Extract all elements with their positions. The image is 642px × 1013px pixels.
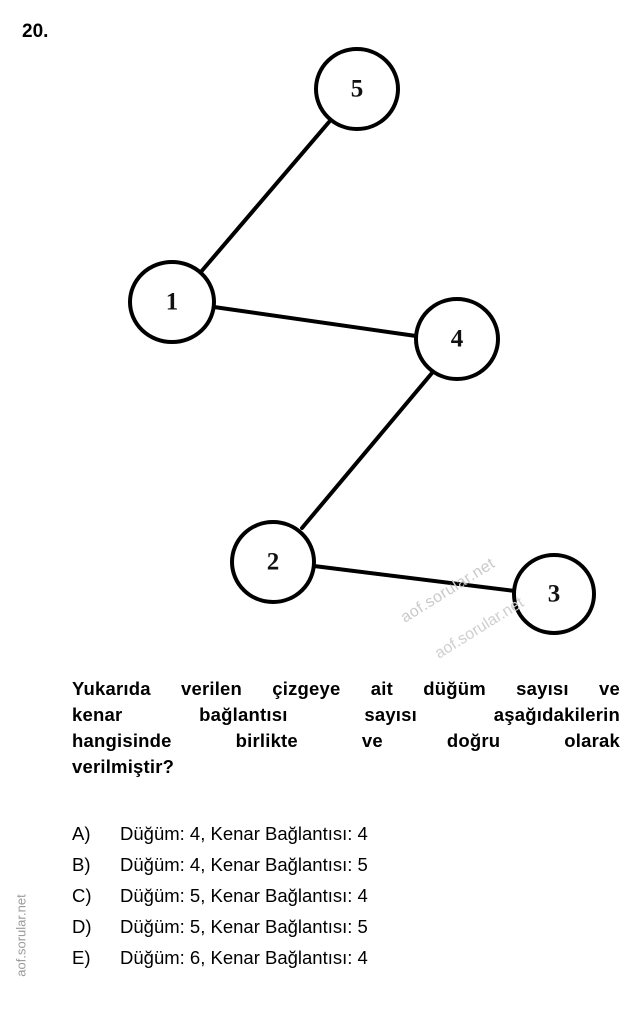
graph-edges	[198, 120, 517, 593]
graph-node-circle-5	[314, 47, 400, 131]
graph-svg: 5 1 4 2 3	[128, 47, 596, 635]
graph-node-2: 2	[230, 520, 316, 604]
option-text: Düğüm: 5, Kenar Bağlantısı: 5	[120, 916, 368, 937]
option-d[interactable]: D) Düğüm: 5, Kenar Bağlantısı: 5	[72, 911, 592, 942]
stem-line: kenar bağlantısı sayısı aşağıdakilerin	[72, 704, 620, 725]
graph-node-5: 5	[314, 47, 400, 131]
graph-node-label-2: 2	[267, 549, 280, 576]
graph-nodes: 5 1 4 2 3	[128, 47, 596, 635]
graph-node-3: 3	[512, 553, 596, 635]
question-stem: Yukarıda verilen çizgeye ait düğüm sayıs…	[72, 676, 620, 780]
graph-figure: 5 1 4 2 3	[0, 30, 642, 670]
option-letter: D)	[72, 916, 92, 937]
options-list: A) Düğüm: 4, Kenar Bağlantısı: 4 B) Düğüm: …	[72, 818, 592, 973]
graph-node-circle-3	[512, 553, 596, 635]
question-number: 20.	[22, 21, 49, 42]
option-letter: E)	[72, 947, 91, 968]
option-text: Düğüm: 4, Kenar Bağlantısı: 4	[120, 823, 368, 844]
option-b[interactable]: B) Düğüm: 4, Kenar Bağlantısı: 5	[72, 849, 592, 880]
watermark-side: aof.sorular.net	[13, 894, 29, 977]
graph-node-1: 1	[128, 260, 216, 344]
graph-node-circle-1	[128, 260, 216, 344]
graph-node-label-4: 4	[451, 326, 464, 353]
graph-node-label-3: 3	[548, 581, 561, 608]
graph-node-label-5: 5	[351, 76, 364, 103]
option-text: Düğüm: 6, Kenar Bağlantısı: 4	[120, 947, 368, 968]
option-text: Düğüm: 4, Kenar Bağlantısı: 5	[120, 854, 368, 875]
graph-node-4: 4	[414, 297, 500, 381]
option-letter: B)	[72, 854, 91, 875]
graph-edge-2-3	[312, 564, 517, 593]
stem-line: Yukarıda verilen çizgeye ait düğüm sayıs…	[72, 678, 620, 699]
graph-node-circle-4	[414, 297, 500, 381]
option-e[interactable]: E) Düğüm: 6, Kenar Bağlantısı: 4	[72, 942, 592, 973]
option-text: Düğüm: 5, Kenar Bağlantısı: 4	[120, 885, 368, 906]
graph-edge-2-4	[300, 371, 434, 530]
graph-edge-1-4	[212, 305, 418, 338]
graph-edge-1-5	[198, 120, 331, 275]
stem-line: verilmiştir?	[72, 756, 175, 777]
option-c[interactable]: C) Düğüm: 5, Kenar Bağlantısı: 4	[72, 880, 592, 911]
stem-line: hangisinde birlikte ve doğru olarak	[72, 730, 620, 751]
graph-node-label-1: 1	[166, 289, 179, 316]
graph-node-circle-2	[230, 520, 316, 604]
option-a[interactable]: A) Düğüm: 4, Kenar Bağlantısı: 4	[72, 818, 592, 849]
option-letter: C)	[72, 885, 92, 906]
option-letter: A)	[72, 823, 91, 844]
